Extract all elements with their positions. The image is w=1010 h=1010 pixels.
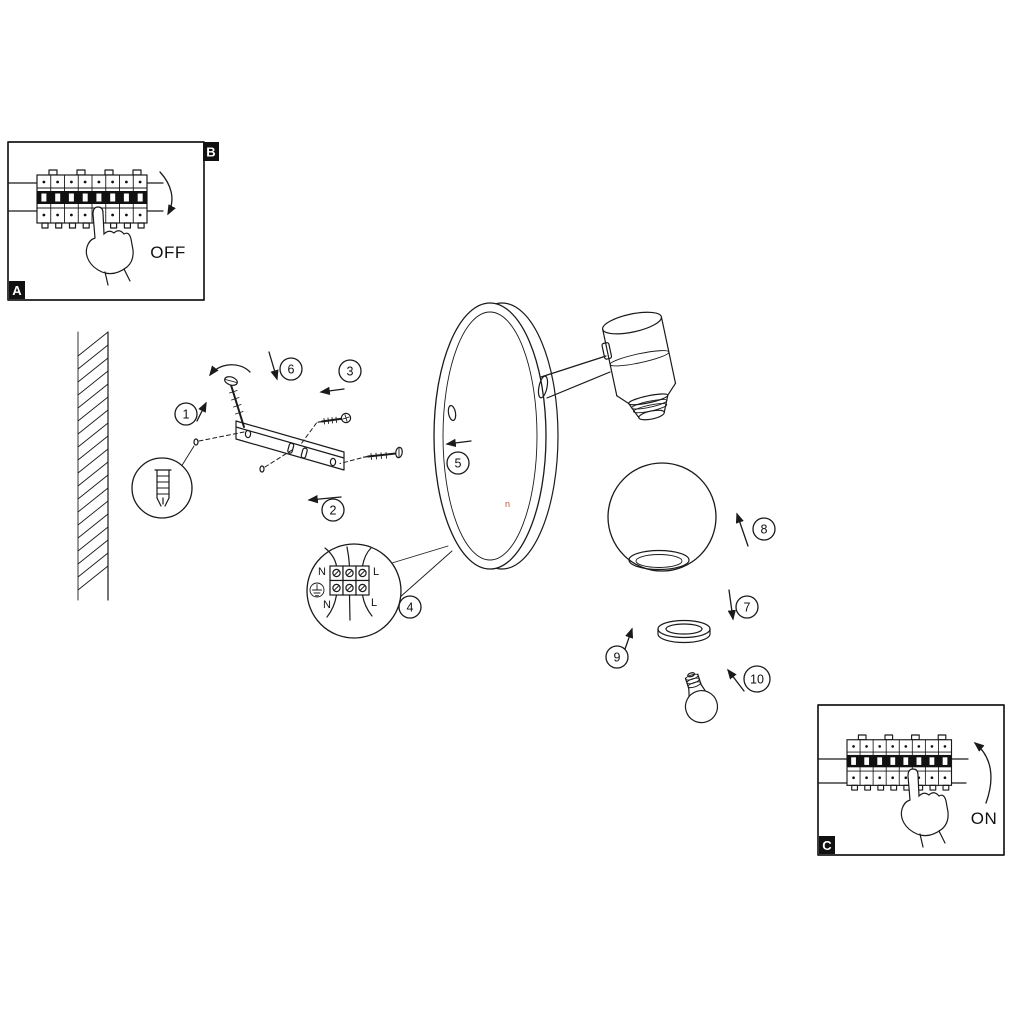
supply-wires: [817, 758, 969, 784]
spot-head: [601, 311, 677, 421]
off-label: OFF: [150, 243, 186, 262]
screw-icon-top: [224, 376, 245, 428]
step-1-rotate-arrow-icon: [209, 364, 251, 377]
step-badge-1: 1: [174, 402, 198, 426]
tag-a-label: A: [12, 283, 22, 298]
inset-power-off-box: [7, 141, 205, 301]
socket-opening: [638, 409, 665, 421]
tag-b-box: [203, 142, 219, 161]
svg-text:4: 4: [407, 601, 414, 615]
tag-c-label: C: [822, 838, 832, 853]
light-bulb-icon: [684, 672, 719, 724]
step-badge-8: 8: [752, 517, 776, 541]
svg-text:2: 2: [330, 504, 337, 518]
screw-icon-bottom: [339, 446, 403, 464]
mounting-bracket: [235, 420, 345, 471]
power-switch-icon: [447, 404, 457, 422]
switch-off-arrow-icon: [159, 171, 176, 216]
lamp-arm: [537, 355, 611, 399]
terminal-label-l-bottom: L: [371, 597, 377, 609]
step-badge-5: 5: [446, 451, 470, 475]
step-badge-9: 9: [605, 645, 629, 669]
bracket-hole-right: [329, 457, 337, 467]
svg-text:10: 10: [750, 673, 764, 687]
earth-icon: [309, 582, 325, 598]
step-3-arrow-icon: [319, 386, 345, 395]
inset-power-on: ON C: [817, 704, 1005, 856]
terminal-label-n-top: N: [318, 566, 326, 578]
step-9-arrow-icon: [623, 627, 634, 653]
canopy-base: n: [433, 302, 559, 570]
tag-c-box: [819, 836, 835, 854]
inset-power-off: OFF B A: [7, 141, 219, 301]
inset-power-on-box: [817, 704, 1005, 856]
head-clip: [601, 342, 613, 360]
wall-plug-icon: [154, 469, 172, 507]
bracket-slot-1: [287, 442, 295, 454]
breaker-panel-off: [36, 169, 148, 229]
tag-a-box: [9, 281, 25, 299]
step-badge-2: 2: [321, 498, 345, 522]
terminal-label-l-top: L: [373, 566, 379, 578]
step-6-arrow-icon: [268, 351, 279, 381]
step-10-arrow-icon: [727, 668, 745, 692]
wall-anchor-detail: [131, 445, 195, 519]
svg-text:9: 9: [614, 651, 621, 665]
step-7-arrow-icon: [727, 589, 736, 621]
step-badge-3: 3: [338, 359, 362, 383]
alignment-dash-2: [264, 449, 293, 468]
svg-text:7: 7: [744, 601, 751, 615]
step-badge-4: 4: [398, 595, 422, 619]
svg-text:8: 8: [761, 523, 768, 537]
terminal-callout-lines: [391, 545, 453, 599]
step-badge-10: 10: [743, 665, 771, 693]
step-5-arrow-icon: [445, 438, 472, 448]
terminal-label-n-bottom: N: [323, 599, 331, 611]
screw-icon-middle: [300, 412, 352, 445]
tag-b-label: B: [206, 145, 215, 160]
pilot-holes: [193, 431, 293, 473]
stray-red-mark: n: [505, 499, 510, 509]
wall-hatch: [77, 331, 109, 601]
glass-shade: [607, 462, 717, 572]
terminal-block-icon: [324, 546, 373, 621]
bracket-slot-2: [300, 447, 308, 459]
step-badge-7: 7: [735, 595, 759, 619]
terminal-detail: N L N L: [306, 543, 453, 639]
switch-on-arrow-icon: [973, 742, 992, 804]
retaining-ring: [657, 619, 711, 644]
on-label: ON: [971, 809, 998, 828]
svg-text:1: 1: [183, 408, 190, 422]
step-badges: 1 2 3 4 5 6 7 8: [174, 357, 776, 693]
svg-text:5: 5: [455, 457, 462, 471]
bracket-hole-left: [244, 429, 252, 439]
step-2-arrow-icon: [307, 495, 342, 504]
supply-wires: [7, 182, 164, 212]
svg-text:3: 3: [347, 365, 354, 379]
step-badge-6: 6: [279, 357, 303, 381]
step-1-arrow-icon: [196, 401, 207, 422]
anchor-leader-line: [180, 445, 195, 468]
svg-text:6: 6: [288, 363, 295, 377]
step-8-arrow-icon: [735, 512, 749, 547]
breaker-panel-on: [846, 734, 953, 791]
